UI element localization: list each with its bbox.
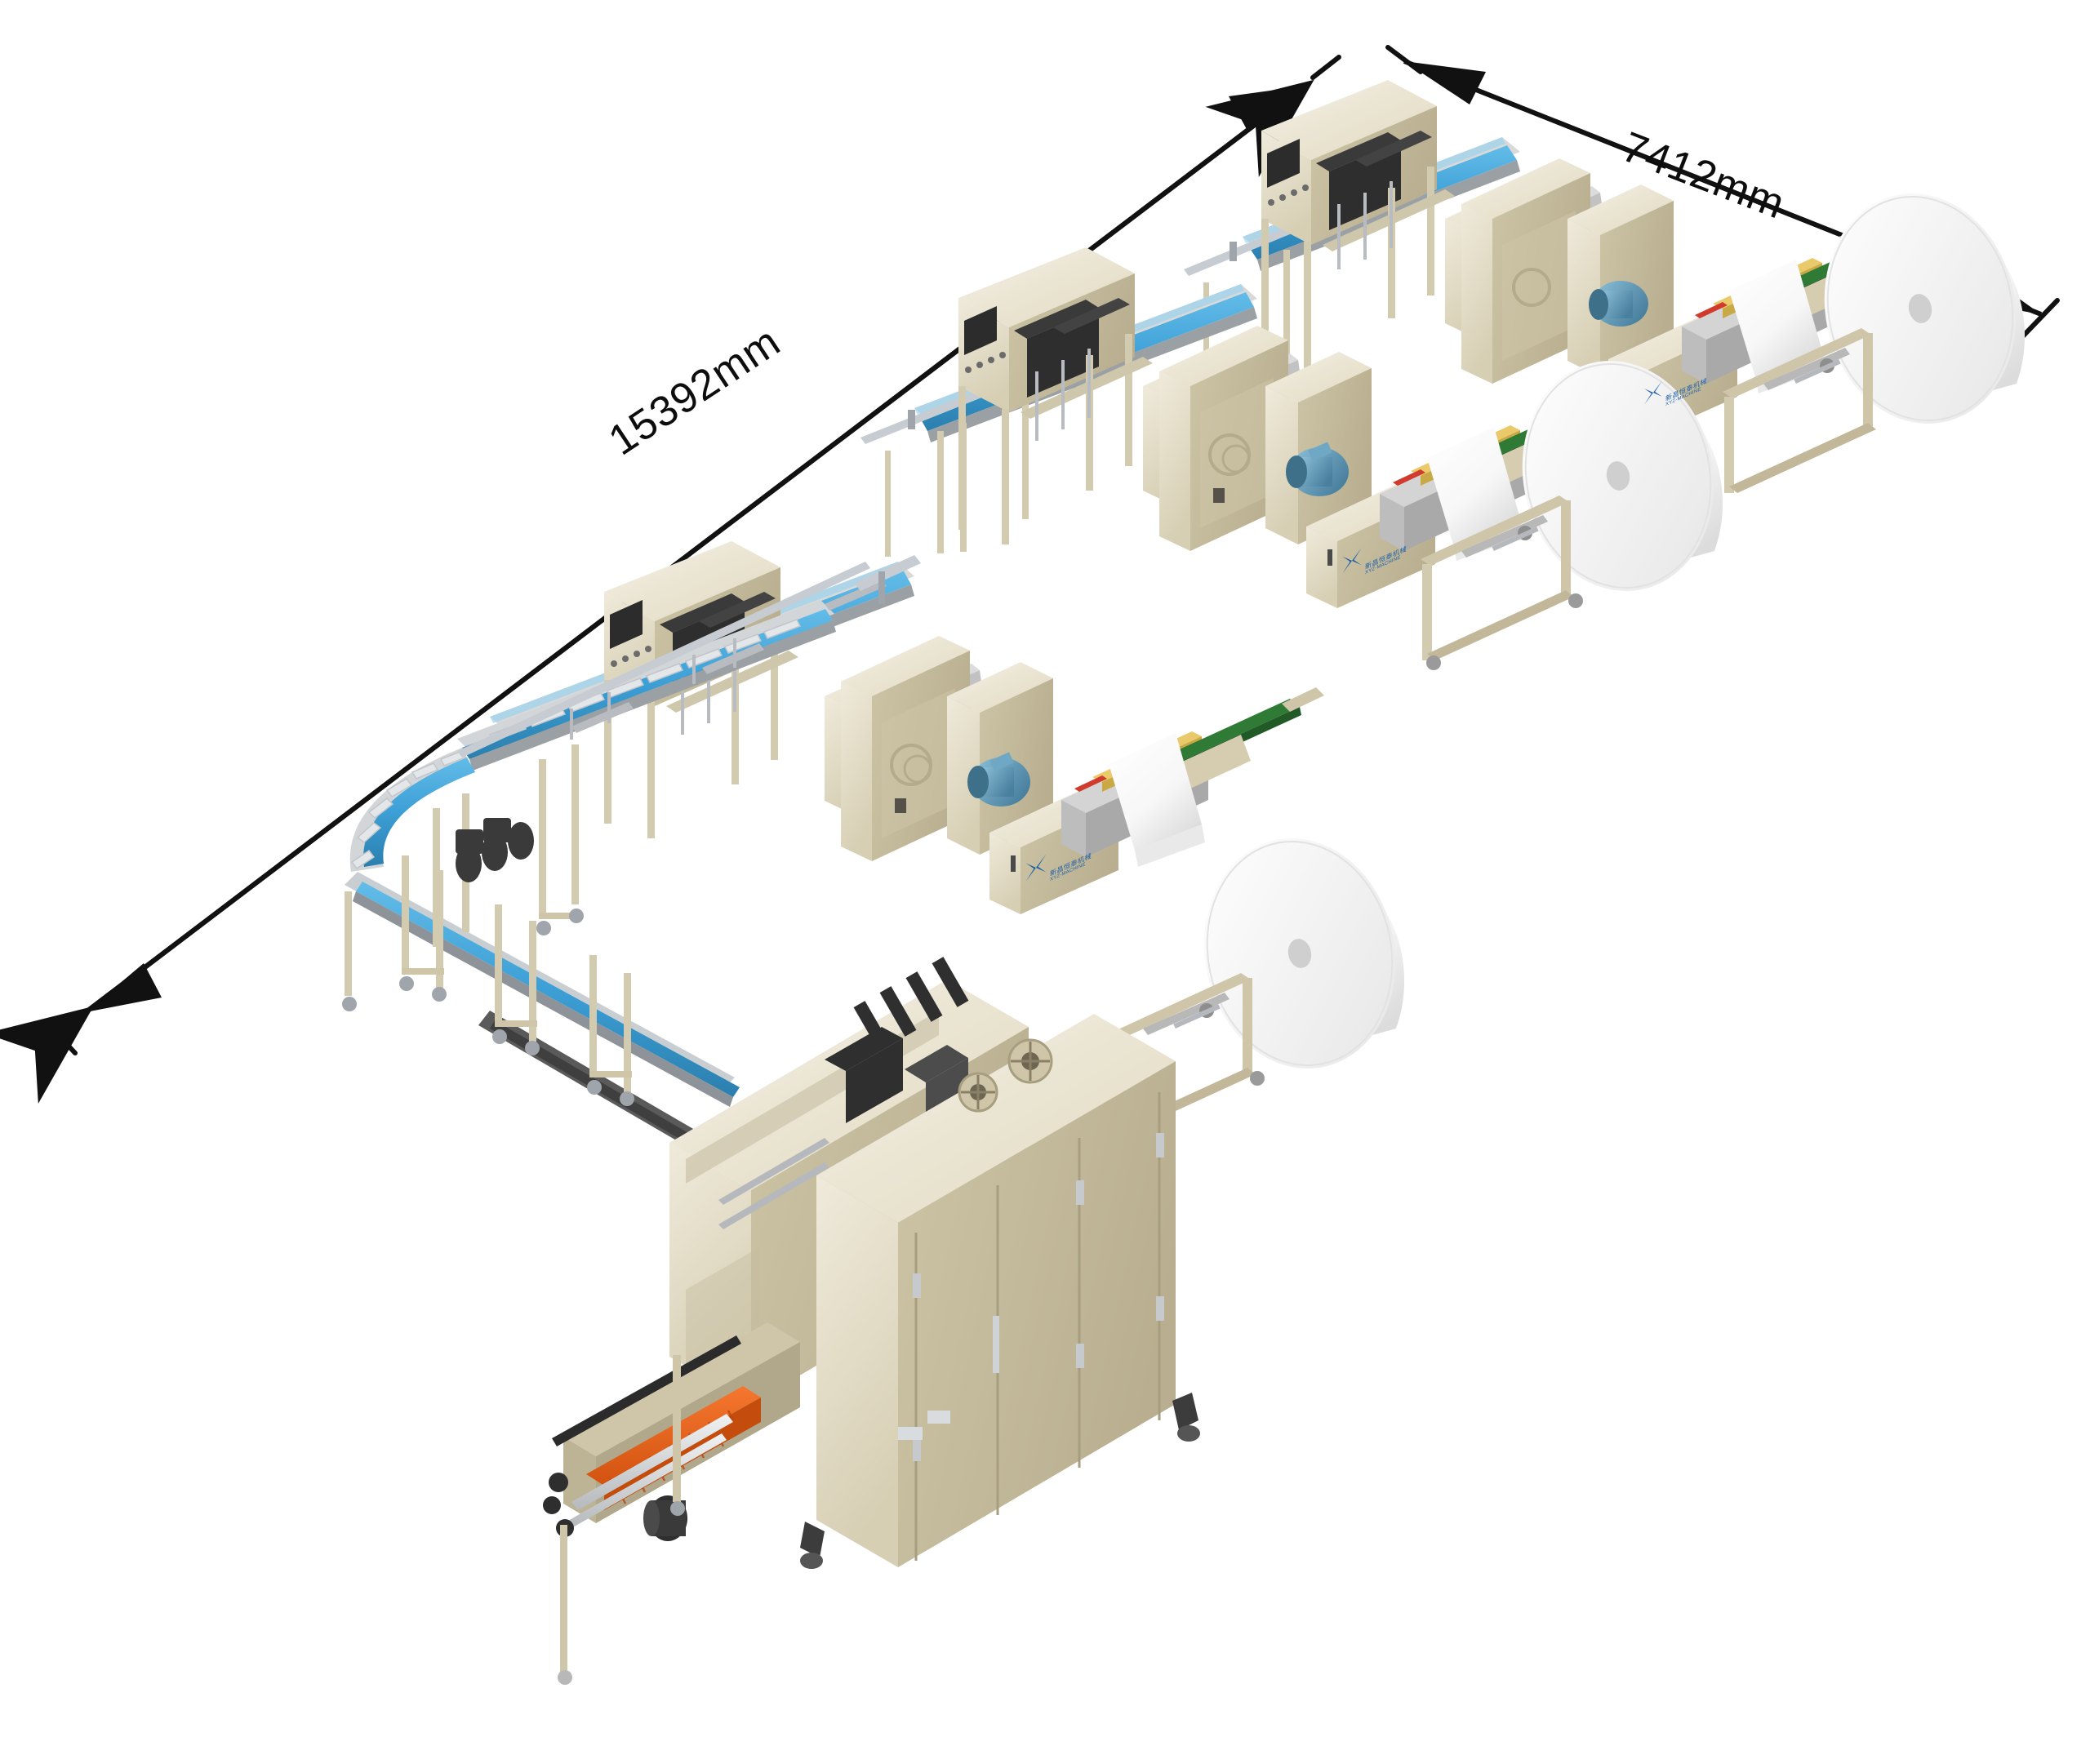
bagger-machine-1 bbox=[1261, 80, 1455, 372]
hmi-screen-2 bbox=[964, 306, 997, 355]
dimension-line-length bbox=[0, 55, 1341, 1104]
collection-conveyor bbox=[342, 562, 887, 1185]
door-handle-group bbox=[898, 1316, 999, 1440]
hmi-screen-3 bbox=[610, 600, 643, 649]
end-packer-machine bbox=[543, 957, 1200, 1685]
paper-web-3 bbox=[1109, 733, 1205, 867]
unwind-stand-1 bbox=[1723, 328, 1876, 493]
rewinder-3 bbox=[841, 636, 1053, 861]
line-2-middle bbox=[860, 247, 1723, 670]
rewinder-1 bbox=[1461, 158, 1674, 384]
conveyor-tail-detail bbox=[854, 555, 921, 604]
cabinet bbox=[800, 1014, 1200, 1569]
fan-vent-group bbox=[958, 1038, 1053, 1113]
unwind-stand-2 bbox=[1421, 495, 1583, 670]
overhead-guide-rail bbox=[456, 562, 887, 882]
cabinet-doors bbox=[898, 1092, 1164, 1561]
bagger-machine-2 bbox=[958, 247, 1153, 544]
rewinder-2 bbox=[1159, 326, 1372, 551]
line-1-rear bbox=[1184, 80, 2026, 493]
hmi-screen-1 bbox=[1267, 139, 1300, 188]
caster-group bbox=[800, 1393, 1200, 1569]
